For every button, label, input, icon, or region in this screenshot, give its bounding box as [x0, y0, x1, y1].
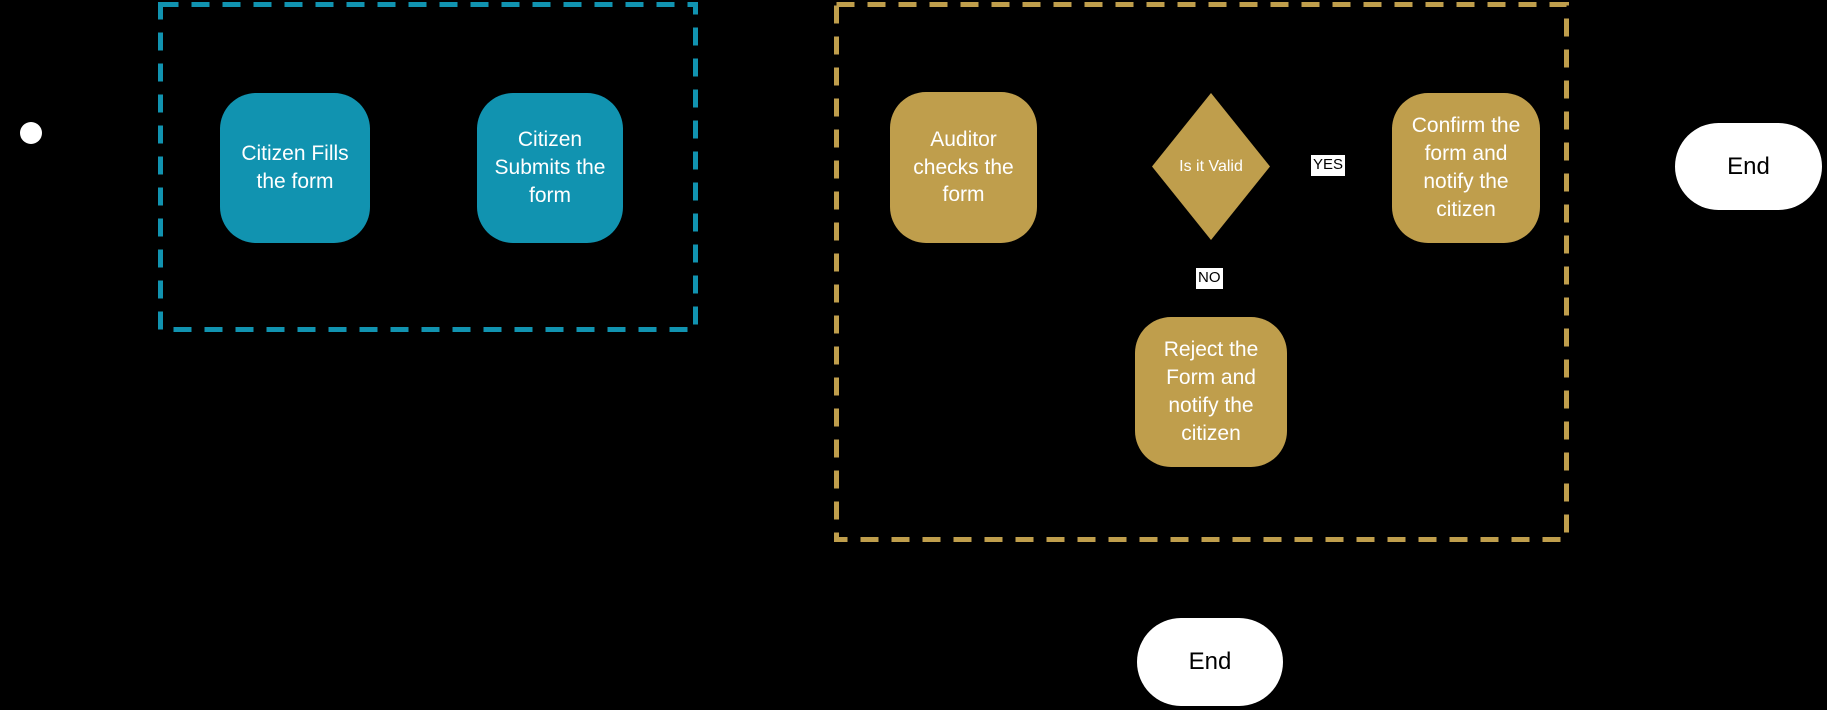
edge-label-yes: YES	[1311, 155, 1346, 176]
node-citizen-fills-form-label: Citizen Fills the form	[241, 142, 349, 193]
node-auditor-checks-form-label: Auditor checks the form	[913, 127, 1014, 207]
node-citizen-submits-form-label: Citizen Submits the form	[494, 128, 606, 207]
citizen-lane-container	[158, 2, 698, 332]
auditor-lane-border	[834, 2, 1569, 542]
node-confirm-and-notify-label: Confirm the form and notify the citizen	[1411, 114, 1521, 221]
edge-label-yes-text: YES	[1313, 156, 1344, 173]
node-auditor-checks-form: Auditor checks the form	[890, 92, 1037, 243]
end-node-bottom: End	[1137, 618, 1283, 706]
node-confirm-and-notify: Confirm the form and notify the citizen	[1392, 93, 1540, 243]
start-node	[20, 122, 42, 144]
end-node-right: End	[1675, 123, 1822, 210]
end-node-right-label: End	[1727, 152, 1770, 180]
node-reject-and-notify-label: Reject the Form and notify the citizen	[1163, 338, 1259, 445]
decision-is-it-valid-label: Is it Valid	[1179, 157, 1243, 175]
edge-label-no-text: NO	[1198, 269, 1221, 286]
node-citizen-fills-form: Citizen Fills the form	[220, 93, 370, 243]
node-citizen-submits-form: Citizen Submits the form	[477, 93, 623, 243]
node-reject-and-notify: Reject the Form and notify the citizen	[1135, 317, 1287, 467]
auditor-lane-container	[834, 2, 1569, 542]
edge-label-no: NO	[1196, 268, 1223, 289]
citizen-lane-border	[158, 2, 698, 332]
end-node-bottom-label: End	[1188, 648, 1232, 675]
